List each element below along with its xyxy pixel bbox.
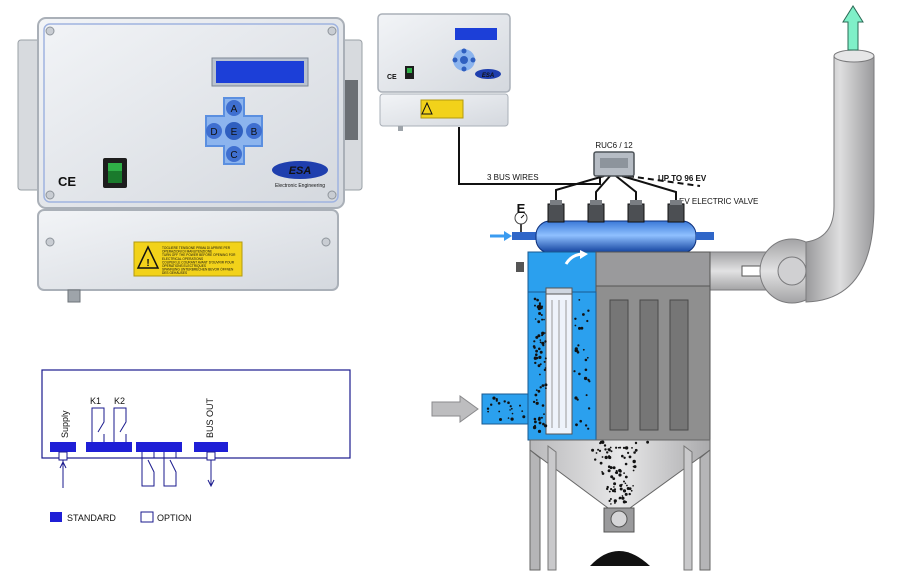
electric-valve xyxy=(587,200,605,223)
electric-valve xyxy=(547,200,565,223)
legend: STANDARD OPTION xyxy=(50,511,192,523)
keypad-down-button[interactable] xyxy=(226,146,242,162)
warning-text-line: TOGLIERE TENSIONE PRIMA DI APRIRE PER xyxy=(162,246,231,250)
ev-label: EV ELECTRIC VALVE xyxy=(679,197,758,206)
small-controller: CE ESA xyxy=(377,13,511,131)
lcd-display xyxy=(216,61,304,83)
warning-text-line: ELECTRICAL OPERATIONS xyxy=(162,257,203,261)
screw xyxy=(327,190,337,200)
module-label: RUC6 / 12 xyxy=(595,141,633,150)
keypad-up-button[interactable] xyxy=(226,100,242,116)
legend-option-label: OPTION xyxy=(157,513,192,523)
terminal-bus-out xyxy=(194,442,228,452)
warning-text-line: SPANNUNG UNTERBRECHEN BEVOR ÖFFNEN xyxy=(162,268,234,272)
ce-mark: CE xyxy=(58,174,76,189)
terminal-option xyxy=(136,442,182,452)
electric-valve xyxy=(627,200,645,223)
warning-text-line: OPERAZIONI DI MANUTENZIONE xyxy=(162,250,212,254)
legend-standard-swatch xyxy=(50,512,62,522)
warning-text-line: DES GEHÄUSES xyxy=(162,271,187,275)
screw xyxy=(45,26,55,36)
terminal-blocks xyxy=(50,442,228,452)
keypad-right-button[interactable] xyxy=(246,123,262,139)
ruc-module xyxy=(593,151,635,177)
svg-text:Electronic Engineering: Electronic Engineering xyxy=(275,183,325,189)
exhaust-arrow-icon xyxy=(842,5,864,51)
legend-standard-label: STANDARD xyxy=(67,513,116,523)
dirty-air-inlet xyxy=(431,393,529,425)
screw xyxy=(321,237,331,247)
screw xyxy=(45,237,55,247)
inlet-flow-arrow xyxy=(431,395,479,423)
keypad-center-label: E xyxy=(231,127,238,138)
keypad-left-label: D xyxy=(210,127,217,138)
keypad-down-label: C xyxy=(230,150,237,161)
keypad: A D E B C xyxy=(205,97,263,165)
k2-label: K2 xyxy=(114,396,125,406)
small-controller-panel xyxy=(377,13,511,93)
filter-housing xyxy=(516,250,711,441)
compressed-air-header xyxy=(490,200,714,254)
svg-text:ESA: ESA xyxy=(482,73,494,79)
supply-label: Supply xyxy=(60,410,70,438)
controller-front-panel xyxy=(37,17,345,209)
small-keypad xyxy=(452,48,476,72)
screw xyxy=(327,26,337,36)
bus-wiring xyxy=(458,127,701,206)
terminal-relays xyxy=(86,442,132,452)
keypad-right-label: B xyxy=(251,127,258,138)
small-esa-logo xyxy=(475,69,501,79)
exhaust-stack xyxy=(805,49,875,303)
right-hinge-latch xyxy=(344,80,358,140)
dust-pile xyxy=(590,551,650,566)
electric-valve xyxy=(667,200,685,223)
large-controller: A D E B C CE ESA Electronic Engineering xyxy=(17,17,363,303)
keypad-up-label: A xyxy=(231,104,238,115)
power-switch-icon[interactable] xyxy=(103,158,127,188)
screw xyxy=(45,190,55,200)
hopper xyxy=(529,439,711,571)
terminal-supply xyxy=(50,442,76,452)
bus-wires-label: 3 BUS WIRES xyxy=(487,173,539,182)
small-ce-mark: CE xyxy=(387,74,397,81)
warning-text-line: COUPER LE COURANT AVANT D'OUVRIR POUR xyxy=(162,260,235,264)
warning-text-line: TURN OFF THE POWER BEFORE OPENING FOR xyxy=(162,253,236,257)
schematic-lines xyxy=(58,407,216,488)
wiring-schematic xyxy=(41,369,351,459)
bus-out-label: BUS OUT xyxy=(205,397,215,438)
svg-text:!: ! xyxy=(146,258,149,269)
svg-text:ESA: ESA xyxy=(289,165,312,177)
cable-gland xyxy=(67,289,81,303)
dust-particles xyxy=(486,297,649,505)
warning-text-line: OPERATIONS ELECTRIQUES xyxy=(162,264,206,268)
warning-label: ! TOGLIERE TENSIONE PRIMA DI APRIRE PERO… xyxy=(133,241,243,277)
rotary-valve-icon xyxy=(610,510,628,528)
k1-label: K1 xyxy=(90,396,101,406)
keypad-left-button[interactable] xyxy=(206,123,222,139)
esa-logo: ESA Electronic Engineering xyxy=(272,161,328,189)
e-label: E xyxy=(517,201,526,216)
warning-triangle-icon xyxy=(136,245,160,269)
legend-option-swatch xyxy=(140,511,154,523)
keypad-center-button[interactable] xyxy=(225,122,243,140)
small-lcd-display xyxy=(455,28,497,40)
upto-label: UP TO 96 EV xyxy=(658,174,707,183)
